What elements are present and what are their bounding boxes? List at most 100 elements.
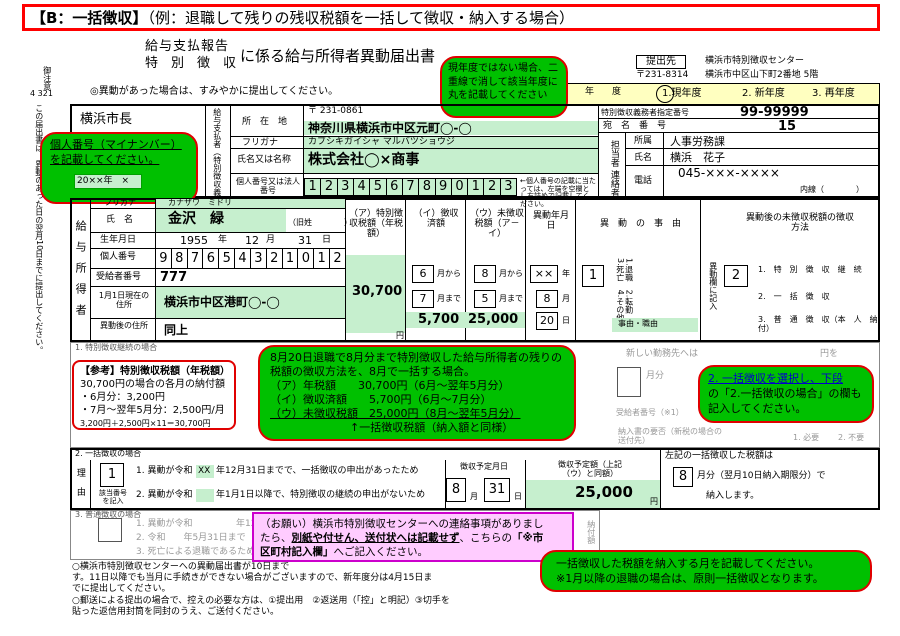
amt-value: 25,000: [575, 483, 633, 501]
dept-value: 人事労務課: [670, 135, 725, 148]
emp-after: 同上: [164, 323, 189, 337]
pnum-label: 個人番号: [100, 252, 137, 262]
atena-label: 宛 名 番 号: [603, 121, 667, 131]
year-circle: [656, 85, 674, 103]
col-a-yen: 円: [396, 331, 404, 340]
notice-text: ◎異動があった場合は、すみやかに提出してください。: [90, 86, 339, 97]
margin-text: この届出書は、異動のあった日の翌月10日までに提出してください。: [34, 104, 43, 355]
title-line2: 特 別 徴 収: [145, 56, 237, 71]
employer-number-note: ←個人番号の記載に当たっては、左端を空欄とし右詰めで記載してください。: [520, 177, 596, 209]
col-c-value: 25,000: [468, 312, 519, 327]
contact-side2: 連絡者: [608, 170, 619, 197]
birth-year: 1955: [180, 234, 208, 247]
year-opt3: 3. 再年度: [812, 88, 855, 99]
special-no-label: 特別徴収義務者指定番号: [601, 108, 689, 117]
employer-furigana-label: フリガナ: [242, 138, 279, 148]
after-label: 異動後の住所: [100, 321, 148, 330]
submit-name: 横浜市特別徴収センター: [705, 56, 805, 66]
employer-address-label: 所 在 地: [242, 117, 288, 127]
city-name: 横浜市長: [80, 112, 133, 127]
birth-month: 12: [245, 234, 259, 247]
birth-month-unit: 月: [266, 235, 276, 245]
date-month: 8: [536, 290, 558, 308]
tel-ext: 内線（ ）: [800, 185, 864, 194]
employee-table: [70, 198, 880, 342]
plan-label: 徴収予定月日: [460, 462, 508, 471]
atena-no: 15: [778, 119, 797, 134]
sec1-noneed: 2. 不要: [838, 433, 865, 442]
col-a-label: （ア）特別徴収税額（年税額）: [348, 209, 403, 239]
employee-side: 給与所得者: [74, 220, 88, 325]
recv-value: 777: [160, 270, 188, 285]
employer-furigana: カブシキガイシャ マルバツショウジ: [308, 137, 455, 147]
ref-box: 【参考】特別徴収税額（年税額） 30,700円の場合の各月の納付額 ・6月分：3…: [72, 360, 236, 430]
emp-old-name: （旧姓 ）: [288, 218, 352, 227]
sec1-month: 月分: [646, 371, 665, 381]
submit-label: 提出先: [636, 55, 686, 69]
emp-name: 金沢 緑: [168, 211, 224, 227]
b-to: 7: [412, 290, 434, 308]
mynumber-callout: 個人番号（マイナンバー）を記載してください。: [40, 132, 198, 204]
banner-text: （例：退職して残りの残収税額を一括して徴収・納入する場合）: [147, 9, 575, 27]
birth-label: 生年月日: [100, 235, 137, 245]
submit-zip: 〒231-8314: [636, 70, 689, 80]
sec2-no-side: 該当番号を記入: [99, 489, 127, 505]
emp-addr: 横浜市中区港町◯-◯: [164, 295, 280, 309]
year-opt1: 1.現年度: [662, 88, 702, 99]
contact-name: 横浜 花子: [670, 151, 725, 164]
date-day: 20: [536, 312, 558, 330]
margin-index: 4 321: [30, 89, 53, 98]
sec1-need: 1. 必要: [793, 433, 820, 442]
year-note-callout: 現年度ではない場合、二重線で消して該当年度に丸を記載してください: [440, 56, 568, 118]
reason-detail: 事由・職由: [618, 319, 658, 328]
right-callout: 2. 一括徴収を選択し、下段 の「2.一括徴収の場合」の欄も 記入してください。: [698, 365, 874, 423]
method-2: 2. 一 括 徴 収: [758, 292, 830, 301]
margin-notice: 御注意: [42, 66, 52, 90]
birth-year-unit: 年: [218, 235, 228, 245]
sec1-tax: 納入書の要否（新税の場合の送付先）: [618, 427, 722, 445]
sec1-recv: 受給者番号（※1）: [616, 408, 684, 417]
date-year: ××: [530, 265, 558, 283]
method-label: 異動後の未徴収税額の徴収方法: [745, 213, 854, 233]
employer-side-label: 給与支払者（特別徴収義務者）: [212, 108, 222, 220]
reason-items: 1.退職 2.転勤 3.死亡 4.その他: [615, 258, 634, 322]
contact-side1: 担当者: [608, 140, 619, 167]
title-line1: 給与支払報告: [145, 39, 230, 54]
top-banner: 【B：一括徴収】（例：退職して残りの残収税額を一括して徴収・納入する場合）: [22, 4, 880, 31]
method-no: 2: [724, 265, 748, 287]
year-label: 年 度: [585, 87, 622, 97]
emp-furigana-label: フリガナ: [104, 198, 136, 207]
employer-address: 神奈川県横浜市中区元町◯-◯: [308, 121, 472, 135]
sec2-label: 2. 一括徴収の場合: [75, 449, 142, 458]
reason-no: 1: [582, 265, 604, 287]
special-no: 99-99999: [740, 105, 809, 120]
emp-name-label: 氏 名: [106, 215, 134, 225]
employer-address-bg: [304, 121, 598, 135]
dept-label: 所属: [634, 136, 653, 146]
submit-addr: 横浜市中区山下町2番地 5階: [705, 70, 819, 80]
col-b-value: 5,700: [418, 312, 460, 327]
method-side: 異動欄に記入: [708, 262, 718, 310]
date-label: 異動年月日: [532, 211, 569, 231]
col-b-label: （イ）徴収済額: [413, 209, 459, 229]
bottom-callout: 一括徴収した税額を納入する月を記載してください。 ※1月以降の退職の場合は、原則…: [540, 550, 872, 592]
date-stamp-box: 20××年 ×: [74, 174, 142, 189]
tel-value: 045-×××-××××: [678, 166, 780, 180]
sec2-no: 1: [100, 463, 124, 487]
col-c-label: （ウ）未徴収税額（ア－イ）: [470, 209, 525, 239]
birth-day: 31: [298, 234, 312, 247]
method-3: 3. 普 通 徴 収（本 人 納 付）: [758, 315, 886, 333]
birth-day-unit: 日: [322, 235, 332, 245]
sec2-reason: 理由: [74, 468, 85, 506]
col-a-value: 30,700: [352, 284, 403, 299]
reason-label: 異 動 の 事 由: [600, 219, 682, 229]
pink-callout: （お願い）横浜市特別徴収センターへの連絡事項がありまし たら、別紙や付せん、送付…: [252, 512, 574, 562]
employer-zip: 〒 231-0861: [308, 106, 364, 116]
recv-label: 受給者番号: [96, 272, 142, 282]
method-1: 1. 特 別 徴 収 継 続: [758, 265, 862, 274]
employer-name-label: 氏名又は名称: [237, 155, 292, 165]
amt-label: 徴収予定額（上記（ウ）と同額）: [558, 460, 622, 478]
mid-callout: 8月20日退職で8月分まで特別徴収した給与所得者の残りの 税額の徴収方法を、8月…: [258, 345, 576, 441]
